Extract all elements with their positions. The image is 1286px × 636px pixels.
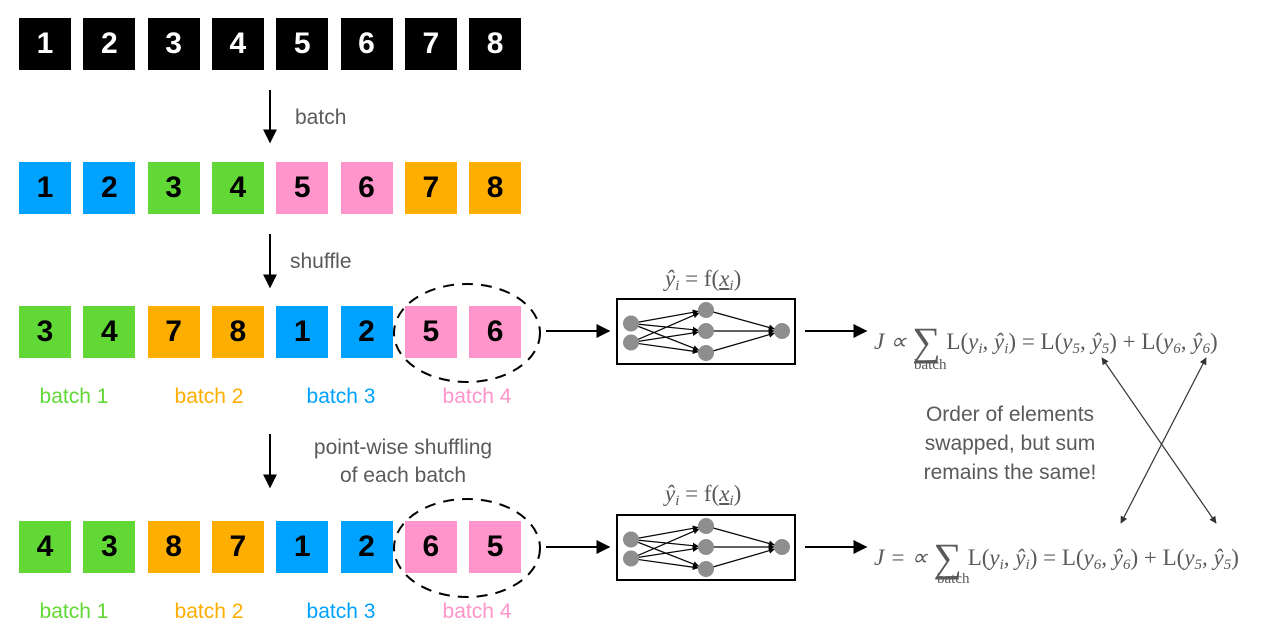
item-square: 3 [83,521,136,573]
model-edge [630,322,699,333]
note-text: Order of elements swapped, but sum remai… [900,400,1120,487]
model-edge [705,331,775,354]
batch-label-3: batch 3 [306,385,376,408]
item-square: 3 [19,306,71,358]
model-edge [705,309,775,331]
step-label-pointwise-line1: point-wise shuffling [313,436,493,459]
item-square: 2 [340,521,393,573]
neural-network-bottom [616,514,796,581]
model-node [623,531,639,548]
item-square: 3 [147,162,200,214]
item-square: 8 [469,18,522,70]
item-square: 6 [404,521,457,573]
model-edge [630,546,699,560]
batch-label-2-bottom: batch 2 [174,600,244,623]
model-node [698,539,714,555]
model-node [774,539,790,555]
model-edge [630,312,700,344]
step-label-pointwise-line2: of each batch [339,464,467,487]
item-square: 1 [19,18,71,70]
model-node [623,315,639,332]
item-square: 5 [469,521,522,573]
item-square: 5 [404,306,457,358]
item-square: 7 [404,162,457,214]
item-square: 4 [19,521,71,573]
note-line-3: remains the same! [923,461,1097,484]
item-square: 2 [340,306,393,358]
item-square: 7 [404,18,457,70]
item-square: 2 [83,18,136,70]
swap-arrow-2 [1120,357,1207,524]
model-node [698,518,714,534]
note-line-2: swapped, but sum [924,432,1096,455]
model-node [774,323,790,339]
model-node [698,302,714,318]
batch4-highlight-ellipse-bottom [393,498,541,598]
item-square: 4 [211,162,264,214]
model-edge [630,538,699,549]
model-formula-bottom: ŷi = f(xi) [665,481,742,509]
item-square: 4 [83,306,136,358]
item-square: 6 [340,18,393,70]
item-square: 8 [469,162,522,214]
item-square: 1 [19,162,71,214]
batch-label-3-bottom: batch 3 [306,600,376,623]
item-square: 1 [276,306,329,358]
model-node [698,345,714,361]
model-node [623,550,639,567]
model-node [698,561,714,577]
model-edge [630,341,699,355]
item-square: 5 [276,162,329,214]
note-line-1: Order of elements [925,403,1095,426]
item-square: 8 [211,306,264,358]
item-square: 7 [211,521,264,573]
item-square: 2 [83,162,136,214]
model-edge [630,528,700,560]
item-square: 6 [469,306,522,358]
batch-label-1: batch 1 [39,385,109,408]
model-formula-top: ŷi = f(xi) [665,266,742,294]
item-square: 5 [276,18,329,70]
sum-subscript-bottom: batch [937,571,970,587]
model-node [698,323,714,339]
item-square: 7 [147,306,200,358]
batch-label-4: batch 4 [442,385,512,408]
batch-label-4-bottom: batch 4 [442,600,512,623]
item-square: 3 [147,18,200,70]
loss-formula-top: J ∝ ∑ L(yi, ŷi) = L(y5, ŷ5) + L(y6, ŷ6) [874,319,1218,364]
item-square: 4 [211,18,264,70]
neural-network-top [616,298,796,365]
loss-formula-bottom: J = ∝ ∑ L(yi, ŷi) = L(y6, ŷ6) + L(y5, ŷ5… [874,535,1239,580]
batch4-highlight-ellipse-top [393,283,541,383]
item-square: 6 [340,162,393,214]
model-edge [705,525,775,547]
step-label-shuffle: shuffle [290,250,352,273]
batch-label-2: batch 2 [174,385,244,408]
model-edge [630,309,699,325]
item-square: 1 [276,521,329,573]
batch-label-1-bottom: batch 1 [39,600,109,623]
model-edge [630,330,699,344]
step-label-batch: batch [295,106,347,129]
model-edge [630,525,699,541]
model-edge [705,547,775,570]
model-edge [630,557,699,571]
swap-arrow-1 [1101,357,1217,524]
item-square: 8 [147,521,200,573]
sum-subscript-top: batch [914,357,947,373]
model-node [623,334,639,351]
